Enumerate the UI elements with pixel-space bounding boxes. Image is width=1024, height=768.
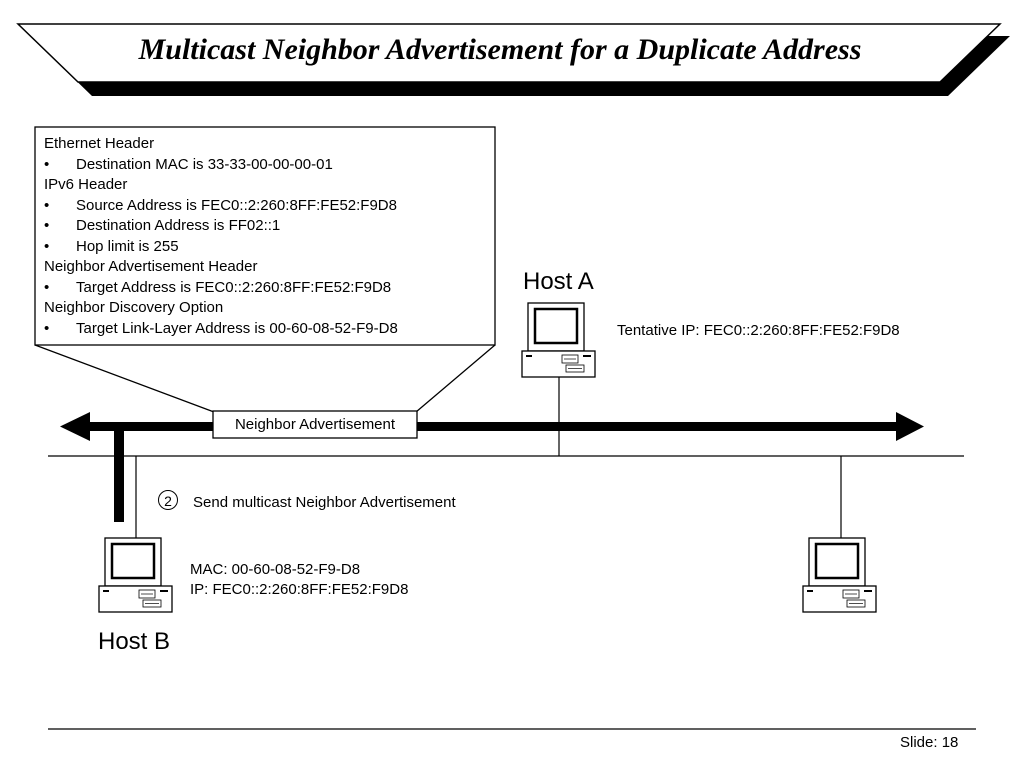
callout-section-heading: Ethernet Header xyxy=(44,135,155,152)
callout-bullet-item: Hop limit is 255 xyxy=(44,237,494,258)
callout-section-heading: Neighbor Advertisement Header xyxy=(44,258,258,275)
message-label: Neighbor Advertisement xyxy=(234,416,396,433)
host-b-mac: MAC: 00-60-08-52-F9-D8 xyxy=(190,561,361,578)
callout-section-heading: Neighbor Discovery Option xyxy=(44,299,224,316)
slide-number: Slide: 18 xyxy=(900,734,959,751)
slide-title: Multicast Neighbor Advertisement for a D… xyxy=(138,33,862,66)
multicast-arrow xyxy=(60,412,924,522)
host-a-tentative-ip: Tentative IP: FEC0::2:260:8FF:FE52:F9D8 xyxy=(617,322,900,339)
host-b-ip: IP: FEC0::2:260:8FF:FE52:F9D8 xyxy=(190,581,409,598)
callout-bullet-item: Source Address is FEC0::2:260:8FF:FE52:F… xyxy=(44,196,494,217)
message-label-box xyxy=(212,410,418,439)
step-number-badge: 2 xyxy=(158,490,178,510)
computer-icon xyxy=(802,537,877,613)
computer-icon xyxy=(98,537,173,613)
host-b-label: Host B xyxy=(98,628,171,655)
step-description: Send multicast Neighbor Advertisement xyxy=(193,494,456,511)
callout-bullet-item: Target Link-Layer Address is 00-60-08-52… xyxy=(44,319,494,340)
host-a-label: Host A xyxy=(523,268,594,295)
callout-bullet-item: Destination MAC is 33-33-00-00-00-01 xyxy=(44,155,494,176)
callout-bullet-item: Target Address is FEC0::2:260:8FF:FE52:F… xyxy=(44,278,494,299)
packet-details: Ethernet HeaderDestination MAC is 33-33-… xyxy=(44,134,494,339)
title-banner xyxy=(16,23,1010,96)
computer-icon xyxy=(521,302,596,378)
callout-bullet-item: Destination Address is FF02::1 xyxy=(44,216,494,237)
callout-section-heading: IPv6 Header xyxy=(44,176,128,193)
